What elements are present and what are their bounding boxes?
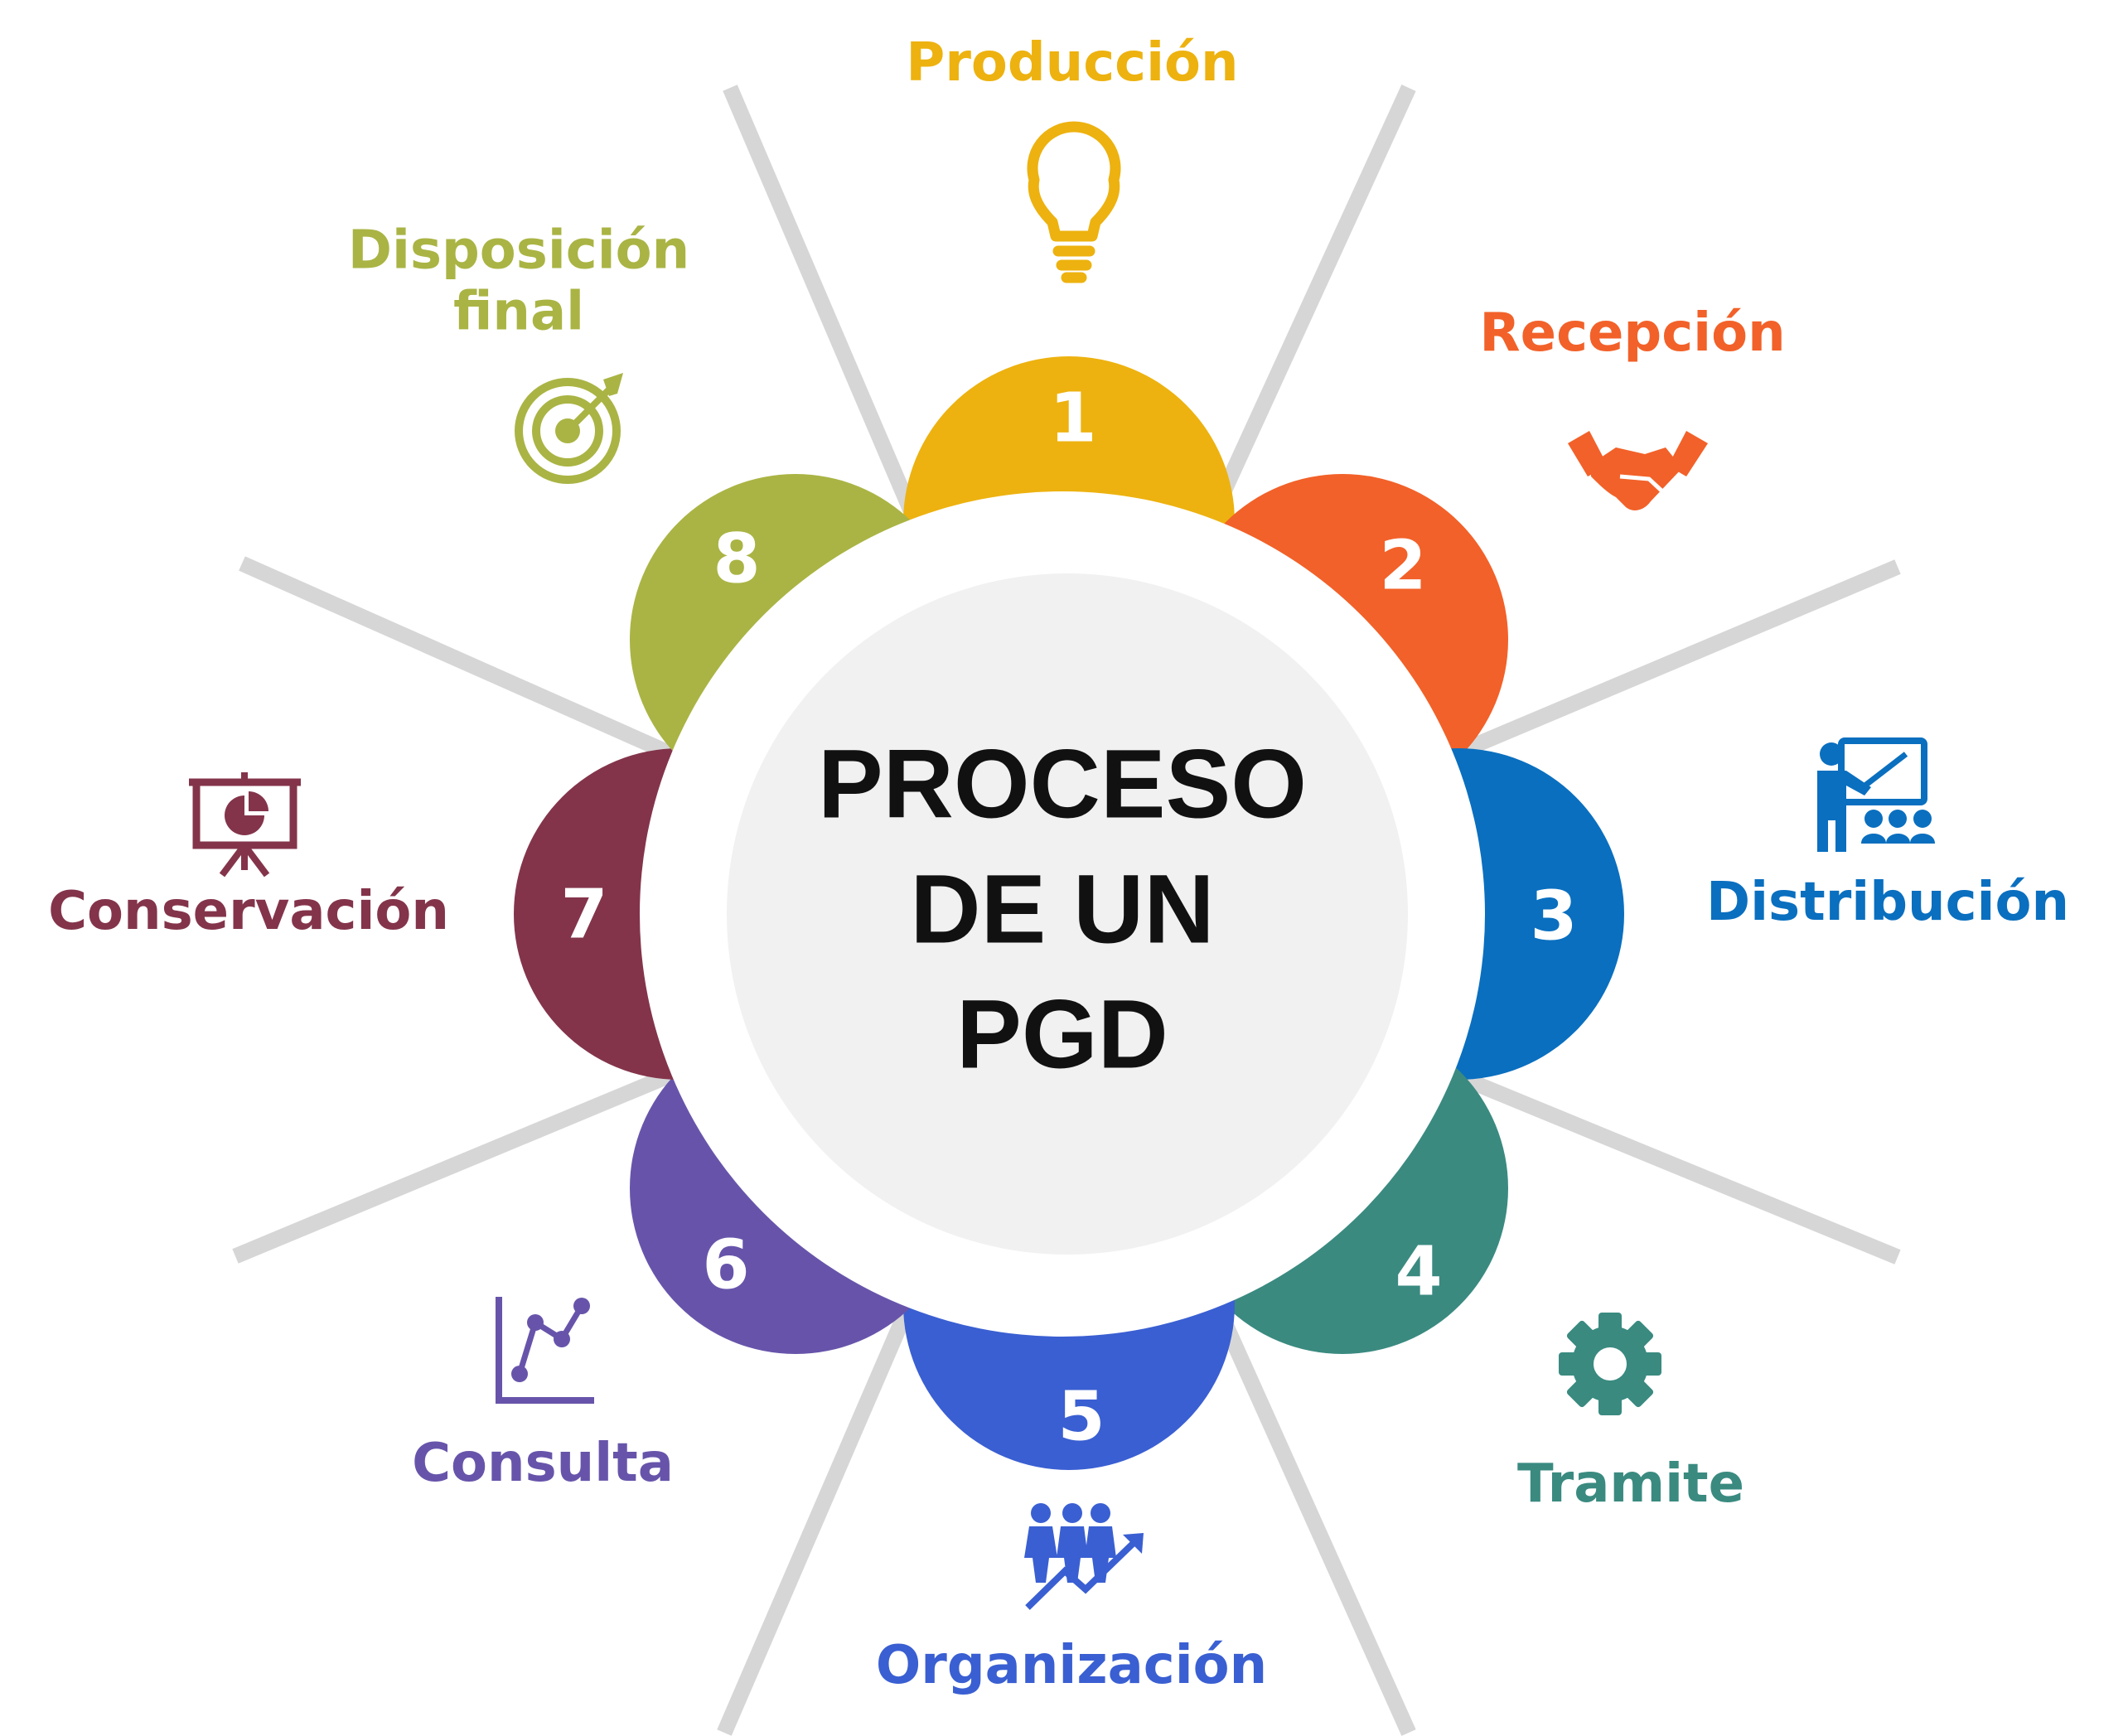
- step-number-1: 1: [1049, 380, 1096, 458]
- step-label-3: Distribución: [1705, 872, 2070, 934]
- spoke-line: [232, 1066, 679, 1264]
- step-label-8: Disposición final: [348, 220, 689, 342]
- center-title-line-2: DE UN: [910, 854, 1215, 965]
- step-label-8-line-2: final: [452, 281, 585, 342]
- step-label-6: Consulta: [412, 1433, 674, 1495]
- line-chart-icon: [496, 1297, 594, 1404]
- step-number-6: 6: [702, 1226, 749, 1305]
- center-title-line-1: PROCESO: [817, 729, 1308, 839]
- step-label-1: Producción: [906, 32, 1239, 94]
- center-title-line-3: PGD: [956, 979, 1168, 1090]
- target-icon: [515, 373, 623, 484]
- presentation-teacher-icon: [1817, 737, 1935, 852]
- step-number-7: 7: [560, 876, 607, 955]
- step-label-5: Organización: [875, 1635, 1268, 1697]
- gear-icon: [1559, 1313, 1661, 1415]
- step-number-4: 4: [1395, 1233, 1442, 1312]
- spoke-line: [1202, 85, 1416, 525]
- spoke-line: [1447, 559, 1901, 763]
- spoke-line: [239, 556, 679, 763]
- pie-chart-board-icon: [189, 772, 301, 878]
- handshake-icon: [1568, 431, 1708, 510]
- spoke-line: [1447, 1066, 1901, 1265]
- center-circle: [727, 573, 1408, 1255]
- step-numbers: 1 2 3 4 5 6 7 8: [560, 380, 1577, 1457]
- spoke-line: [1202, 1286, 1416, 1736]
- step-number-2: 2: [1379, 527, 1426, 606]
- spokes: [232, 85, 1901, 1736]
- lightbulb-icon: [1027, 121, 1121, 283]
- spoke-line: [717, 1286, 923, 1736]
- step-number-8: 8: [713, 520, 760, 599]
- step-number-3: 3: [1530, 878, 1577, 956]
- step-label-4: Tramite: [1517, 1453, 1744, 1516]
- center-title: PROCESO DE UN PGD: [818, 722, 1307, 1097]
- step-number-5: 5: [1057, 1378, 1105, 1457]
- spoke-line: [723, 85, 923, 525]
- team-growth-icon: [1024, 1503, 1144, 1610]
- step-label-2: Recepción: [1479, 302, 1786, 365]
- step-label-8-line-1: Disposición: [347, 220, 690, 282]
- step-label-7: Conservación: [48, 881, 449, 943]
